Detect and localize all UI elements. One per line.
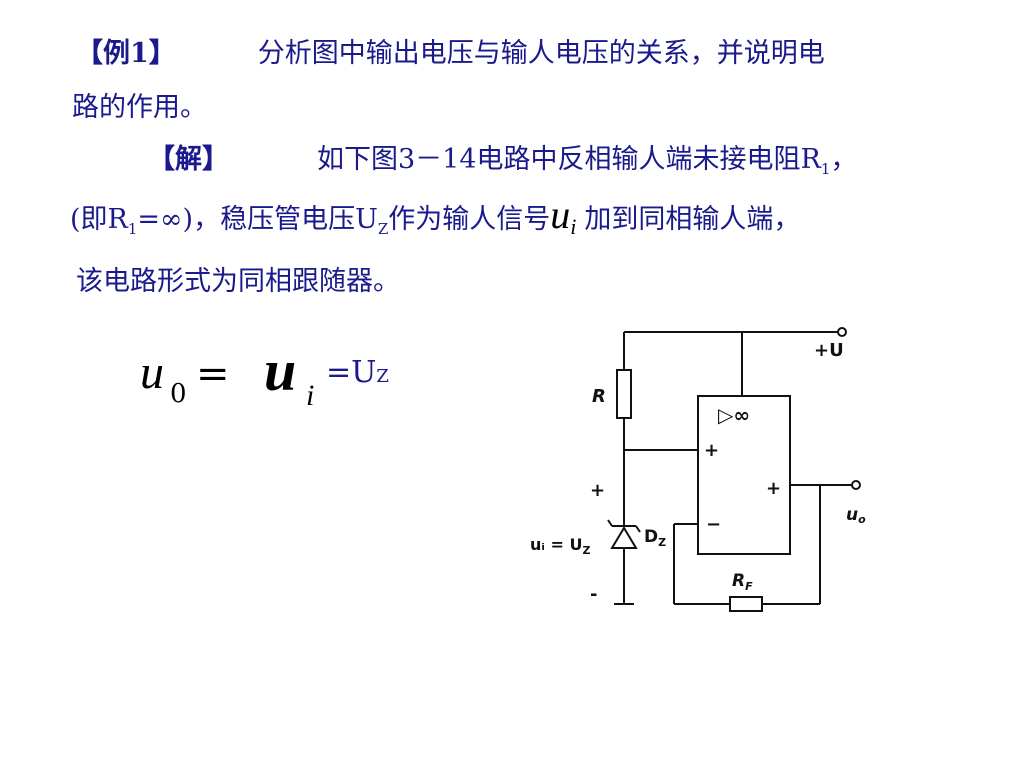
zener-label-sub: Z [658, 536, 666, 549]
example-line-1: 【例1】 分析图中输出电压与输人电压的关系，并说明电 [76, 34, 825, 74]
example-label: 【例1】 [76, 38, 176, 69]
u0-sub: 0 [170, 379, 187, 409]
solution-text-3: 该电路形式为同相跟随器。 [76, 266, 400, 297]
solution-text-1: 如下图3－14电路中反相输人端未接电阻R [317, 144, 821, 175]
solution-label: 【解】 [148, 144, 229, 175]
solution-line-3: 该电路形式为同相跟随器。 [76, 262, 400, 302]
ui-formula-sub: i [306, 379, 315, 412]
noninv-plus: + [704, 440, 719, 461]
example-line-2: 路的作用。 [72, 88, 207, 128]
ui-symbol: u [550, 192, 571, 237]
circuit-diagram: +U R ▷∞ + − + + - uᵢ = UZ DZ uo RF [530, 327, 866, 612]
output-terminal [851, 480, 861, 490]
example-question-cont: 路的作用。 [72, 92, 207, 123]
feedback-label-sub: F [745, 580, 753, 593]
output-label-sub: o [858, 513, 866, 526]
solution-text-2c: 作为输人信号 [388, 204, 551, 235]
equals-uz: =U [326, 355, 377, 390]
zener-diode [610, 526, 638, 549]
supply-label: +U [814, 340, 844, 361]
zener-label: DZ [644, 527, 666, 549]
supply-terminal [837, 327, 847, 337]
ui-symbol-sub: i [570, 214, 577, 239]
feedback-label-text: R [732, 571, 745, 591]
uz-formula: =UZ [326, 355, 389, 390]
formula: u 0 = u i =UZ [140, 338, 440, 415]
opamp-symbol: ▷∞ [718, 403, 750, 427]
solution-line-1: 【解】 如下图3－14电路中反相输人端未接电阻R1， [148, 140, 857, 189]
solution-text-2b: =∞)，稳压管电压U [137, 204, 378, 235]
uz-subscript: Z [377, 220, 389, 238]
zener-label-text: D [644, 527, 658, 547]
ui-formula-symbol: u [264, 338, 297, 403]
opamp [697, 395, 791, 555]
solution-line-2: (即R1=∞)，稳压管电压UZ作为输人信号ui 加到同相输人端， [70, 195, 800, 249]
r1-subscript: 1 [820, 160, 831, 178]
uz-formula-sub: Z [376, 366, 389, 387]
feedback-label: RF [732, 571, 753, 593]
output-plus: + [766, 478, 781, 499]
ui-label-text: uᵢ = U [530, 535, 582, 554]
u0-symbol: u [140, 346, 164, 399]
r1-subscript-2: 1 [127, 220, 138, 238]
solution-text-1-end: ， [830, 144, 858, 175]
input-plus: + [590, 480, 605, 501]
example-question: 分析图中输出电压与输人电压的关系，并说明电 [257, 38, 825, 69]
output-label: uo [846, 505, 866, 526]
input-minus: - [590, 584, 597, 605]
feedback-resistor [729, 596, 763, 612]
output-label-text: u [846, 505, 858, 525]
equals-1: = [196, 351, 230, 397]
resistor-r [616, 369, 632, 419]
solution-text-2d: 加到同相输人端， [584, 204, 801, 235]
resistor-label: R [592, 386, 606, 407]
inv-minus: − [706, 514, 721, 535]
ui-label: uᵢ = UZ [530, 535, 590, 557]
solution-text-2a: (即R [70, 204, 128, 235]
ui-label-sub: Z [582, 544, 590, 557]
